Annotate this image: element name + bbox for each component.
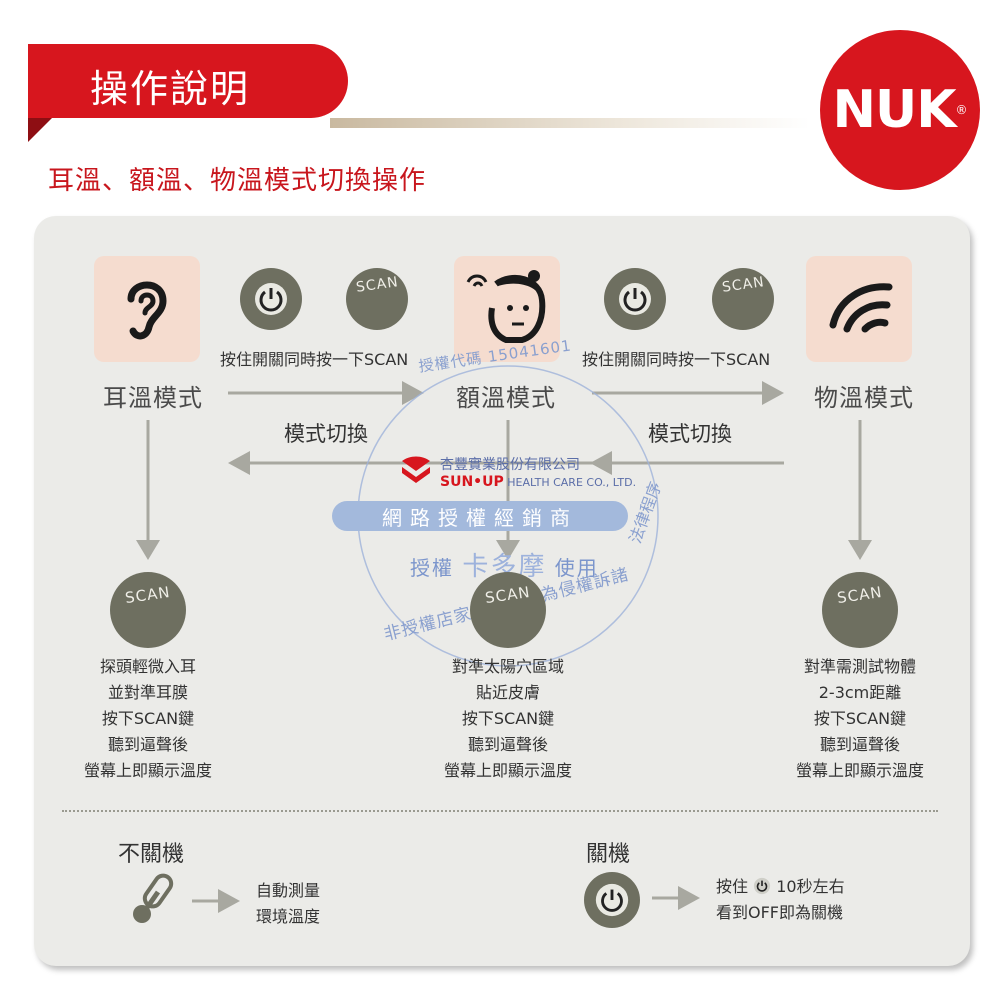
watermark-company-en-suffix: HEALTH CARE CO., LTD. bbox=[507, 476, 637, 489]
ear-mode-label: 耳溫模式 bbox=[103, 384, 203, 412]
object-mode-icon-box bbox=[806, 256, 912, 362]
scan-label: SCAN bbox=[720, 274, 766, 296]
title-tab-fold bbox=[28, 118, 52, 142]
power-button-right[interactable] bbox=[604, 268, 666, 330]
forehead-mode-label: 額溫模式 bbox=[456, 384, 556, 412]
arrowhead-return-mid bbox=[590, 451, 612, 475]
ear-instructions: 探頭輕微入耳 並對準耳膜 按下SCAN鍵 聽到逼聲後 螢幕上即顯示溫度 bbox=[38, 654, 258, 784]
instruction-line: 按下SCAN鍵 bbox=[461, 709, 555, 728]
object-mode-label: 物溫模式 bbox=[814, 384, 914, 412]
power-icon bbox=[619, 283, 651, 315]
instruction-line: 螢幕上即顯示溫度 bbox=[443, 761, 572, 780]
scan-button-object[interactable]: SCAN bbox=[822, 572, 898, 648]
signal-waves-icon bbox=[829, 283, 893, 333]
scan-button-left[interactable]: SCAN bbox=[346, 268, 408, 330]
power-button-off[interactable] bbox=[584, 872, 640, 928]
title-tab bbox=[28, 44, 348, 118]
brand-name: NUK bbox=[832, 80, 956, 140]
no-off-title: 不關機 bbox=[118, 842, 185, 867]
watermark-company-en-brand: SUN•UP bbox=[440, 474, 504, 490]
sunup-logo-icon bbox=[402, 456, 430, 483]
switch-label-right: 模式切換 bbox=[648, 422, 732, 446]
off-line-1-prefix: 按住 bbox=[716, 877, 749, 896]
instruction-line: 2-3cm距離 bbox=[818, 683, 902, 702]
ear-mode-icon-box bbox=[94, 256, 200, 362]
watermark-banner: 網路授權經銷商 bbox=[332, 501, 628, 531]
page-title: 操作說明 bbox=[90, 67, 251, 111]
instruction-line: 按下SCAN鍵 bbox=[101, 709, 195, 728]
off-title: 關機 bbox=[586, 842, 631, 867]
instruction-line: 按下SCAN鍵 bbox=[813, 709, 907, 728]
instruction-line: 螢幕上即顯示溫度 bbox=[795, 761, 924, 780]
watermark-company: 杏豐實業股份有限公司 bbox=[440, 457, 580, 473]
thermometer-icon bbox=[133, 873, 174, 923]
switch-label-left: 模式切換 bbox=[284, 422, 368, 446]
scan-button-right[interactable]: SCAN bbox=[712, 268, 774, 330]
arrowhead-forehead-to-object bbox=[762, 381, 784, 405]
instruction-line: 探頭輕微入耳 bbox=[99, 657, 196, 676]
power-icon-small bbox=[754, 877, 771, 895]
watermark-company-en: SUN•UP HEALTH CARE CO., LTD. bbox=[440, 474, 636, 490]
instruction-line: 對準需測試物體 bbox=[803, 657, 916, 676]
section-subtitle: 耳溫、額溫、物溫模式切換操作 bbox=[48, 166, 427, 196]
instruction-line: 貼近皮膚 bbox=[475, 683, 540, 702]
no-off-line: 自動測量 bbox=[256, 881, 321, 900]
power-button-left[interactable] bbox=[240, 268, 302, 330]
scan-label: SCAN bbox=[124, 582, 172, 608]
title-underline bbox=[330, 118, 810, 128]
off-line-1: 按住 10秒左右 bbox=[716, 874, 845, 900]
arrowhead-return bbox=[228, 451, 250, 475]
instruction-line: 聽到逼聲後 bbox=[107, 735, 188, 754]
scan-label: SCAN bbox=[354, 274, 400, 296]
scan-label: SCAN bbox=[836, 582, 884, 608]
off-line-2: 看到OFF即為關機 bbox=[716, 903, 844, 922]
instruction-line: 聽到逼聲後 bbox=[467, 735, 548, 754]
power-icon bbox=[595, 883, 629, 917]
off-line-1-suffix: 10秒左右 bbox=[776, 877, 845, 896]
press-label-left: 按住開關同時按一下SCAN bbox=[220, 350, 409, 369]
off-text: 按住 10秒左右 看到OFF即為關機 bbox=[716, 874, 845, 926]
brand-mark: ® bbox=[955, 103, 968, 117]
instruction-line: 螢幕上即顯示溫度 bbox=[83, 761, 212, 780]
no-off-line: 環境溫度 bbox=[256, 907, 321, 926]
forehead-icon bbox=[466, 270, 546, 343]
instruction-line: 並對準耳膜 bbox=[107, 683, 188, 702]
nuk-logo: NUK® bbox=[820, 30, 980, 190]
ear-icon bbox=[127, 281, 167, 340]
object-instructions: 對準需測試物體 2-3cm距離 按下SCAN鍵 聽到逼聲後 螢幕上即顯示溫度 bbox=[750, 654, 970, 784]
scan-button-ear[interactable]: SCAN bbox=[110, 572, 186, 648]
scan-label: SCAN bbox=[484, 582, 532, 608]
watermark-use-prefix: 授權 bbox=[410, 556, 454, 580]
instruction-line: 對準太陽穴區域 bbox=[451, 657, 564, 676]
forehead-mode-icon-box bbox=[454, 256, 560, 362]
power-icon bbox=[255, 283, 287, 315]
press-label-right: 按住開關同時按一下SCAN bbox=[582, 350, 771, 369]
instruction-line: 聽到逼聲後 bbox=[819, 735, 900, 754]
arrowhead-ear-to-forehead bbox=[402, 381, 424, 405]
section-divider bbox=[62, 810, 938, 812]
watermark-use-suffix: 使用 bbox=[554, 556, 599, 580]
forehead-instructions: 對準太陽穴區域 貼近皮膚 按下SCAN鍵 聽到逼聲後 螢幕上即顯示溫度 bbox=[398, 654, 618, 784]
no-off-text: 自動測量 環境溫度 bbox=[256, 878, 320, 930]
scan-button-forehead[interactable]: SCAN bbox=[470, 572, 546, 648]
